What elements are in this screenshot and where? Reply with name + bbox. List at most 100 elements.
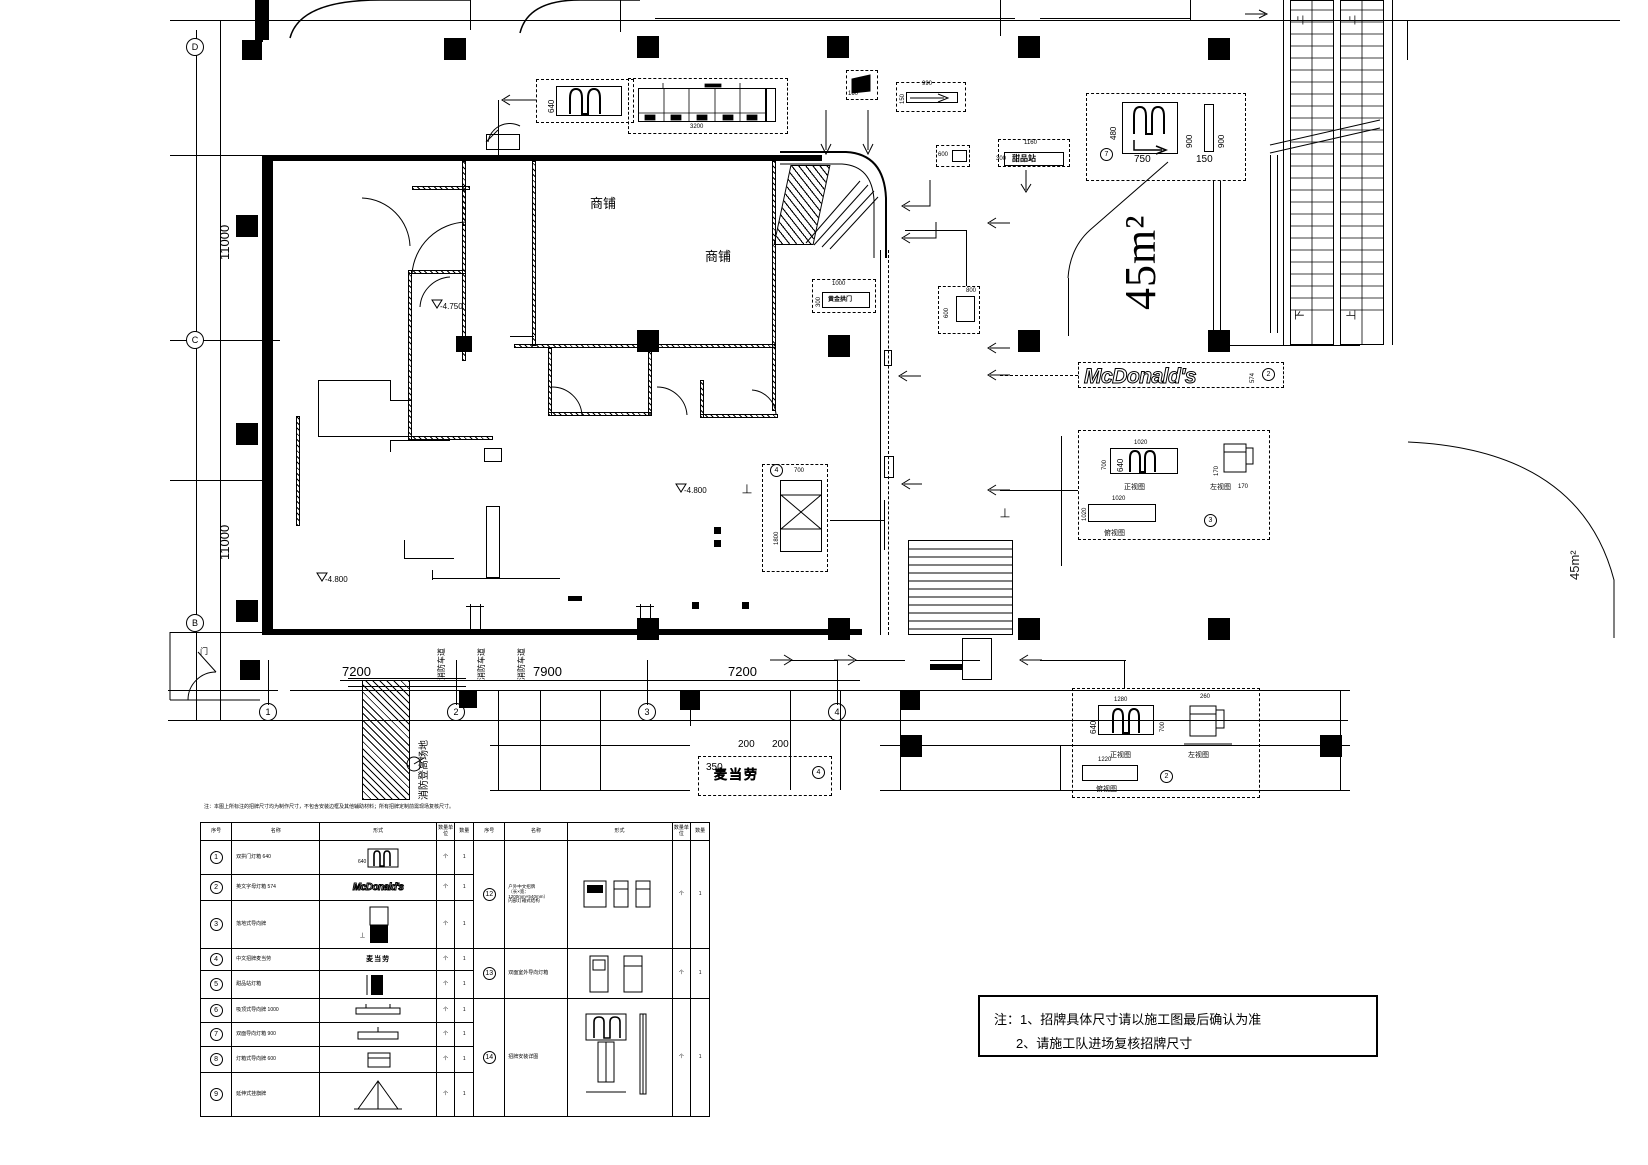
- entrance-curve: [780, 151, 887, 258]
- legend-qty-3: 1: [454, 900, 475, 949]
- plan-fixture-9: [884, 500, 885, 550]
- table-row: 2 英文字母灯箱 574 McDonald's 个 1: [199, 874, 710, 901]
- legend-unit-12: 个: [671, 840, 692, 949]
- grid-leader-4: [837, 660, 838, 705]
- dim-170-label: 170: [1238, 484, 1249, 490]
- plan-marker-2: [714, 540, 721, 547]
- partition-wall-9: [548, 412, 652, 416]
- legend-qty-2: 1: [454, 874, 475, 901]
- legend-unit-9: 个: [435, 1072, 456, 1117]
- legend-name-8: 灯箱式导向牌 600: [231, 1046, 321, 1073]
- plan-marker-1: [714, 527, 721, 534]
- legend-no-3: 3: [199, 900, 233, 949]
- legend-dessert-icon: [366, 974, 384, 995]
- legend-name-7: 双面导向灯箱 900: [231, 1022, 321, 1047]
- road-bottom-2: [290, 690, 1350, 691]
- counter-elevation: [638, 88, 766, 122]
- table-row: 9 延伸式挂旗牌 个 1: [199, 1072, 710, 1117]
- legend-form-3: 丄: [319, 900, 437, 949]
- road-label-1: 消防车道: [437, 648, 446, 680]
- legend-cn-wordmark: 麦当劳: [366, 955, 391, 963]
- note-line-2: 2、请施工队进场复核招牌尺寸: [1016, 1036, 1193, 1051]
- grid-axis-vertical-2: [196, 30, 197, 720]
- road-div-4: [690, 690, 691, 726]
- grid-bubble-c: C: [186, 331, 204, 349]
- panel3-side-elevation: [1223, 443, 1254, 473]
- callout-box-wordmark: [1078, 362, 1284, 388]
- door-swing-1: [361, 197, 411, 247]
- legend-th-form-1: 形式: [319, 822, 437, 841]
- legend-bubble-6: 6: [209, 1004, 223, 1017]
- detail-marker-2: 2: [1262, 368, 1275, 381]
- grid-leader-3: [647, 660, 648, 705]
- partition-wall-12: [296, 416, 300, 526]
- interior-line-9: [404, 540, 405, 558]
- plan-fixture-1: [470, 604, 471, 630]
- plan-fixture-3: [466, 606, 484, 607]
- section-mark-2: 丄: [1000, 509, 1010, 520]
- dim-1020-b: 1020: [1112, 496, 1126, 502]
- leader-line-1: [498, 100, 499, 158]
- detail-marker-4b: 4: [770, 464, 783, 477]
- callout-box-7: [1086, 93, 1246, 181]
- door-swing-4: [551, 386, 583, 416]
- leader-arrow-1: [501, 94, 536, 106]
- sign-990-arrow: [910, 93, 950, 103]
- column-17: [1018, 618, 1040, 640]
- area-label-right-partial: 45m²: [1567, 550, 1582, 580]
- legend-bubble-8: 8: [209, 1053, 223, 1066]
- grid-leader-2: [456, 660, 457, 705]
- dim-700-a: 700: [1102, 459, 1108, 470]
- legend-name-2: 英文字母灯箱 574: [231, 874, 321, 901]
- column-22: [1320, 735, 1342, 757]
- legend-bubble-7: 7: [209, 1028, 223, 1041]
- leader-wordmark: [1000, 375, 1078, 376]
- sign-990-elevation: [906, 92, 958, 103]
- leader-curve-45: [1067, 161, 1169, 279]
- legend-arch-icon-1: 640: [358, 848, 399, 867]
- curve-top-2: [519, 0, 640, 34]
- stair-run: [908, 540, 1013, 635]
- legend-no-6: 6: [199, 998, 233, 1023]
- dim-750: 750: [1134, 154, 1151, 165]
- interior-line-3: [318, 380, 390, 381]
- legend-no-8: 8: [199, 1046, 233, 1073]
- column-14: [1208, 330, 1230, 352]
- dim-horizontal-7900: 7900: [533, 664, 562, 679]
- detail-marker-7: 7: [1100, 148, 1113, 161]
- plan-marker-5: [568, 596, 582, 601]
- grid-line-c: [170, 340, 280, 341]
- boundary-45-right: [1270, 155, 1271, 333]
- entrance-steps: [805, 180, 879, 250]
- legend-no-13: 13: [473, 948, 506, 999]
- legend-unit-14: 个: [671, 998, 692, 1117]
- legend-lightbox-icon: [367, 1052, 391, 1067]
- legend-th-no-1: 序号: [199, 822, 233, 841]
- column-21: [900, 735, 922, 757]
- dim-panel2-side: 260: [1200, 694, 1211, 700]
- leader-arrow-panel3: [987, 484, 1010, 496]
- ramp-line-top2: [348, 686, 466, 687]
- road-div-6: [840, 690, 841, 790]
- dim-small-1: 160: [848, 91, 859, 97]
- dim-counter: 3200: [690, 124, 704, 130]
- road-div-3: [600, 690, 601, 790]
- road-div-8: [1340, 690, 1341, 790]
- road-line-3: [620, 0, 621, 32]
- road-label-3: 消防车道: [517, 648, 526, 680]
- legend-name-13: 双面室外导向灯箱: [504, 948, 568, 999]
- road-bottom-5: [880, 745, 1350, 746]
- plan-marker-4: [742, 602, 749, 609]
- interior-line-4: [390, 380, 391, 400]
- panel2-side-elevation: [1184, 705, 1232, 745]
- door-swing-5: [656, 386, 688, 416]
- leader-45-v: [1068, 278, 1069, 336]
- exterior-wall-bottom: [262, 629, 862, 635]
- legend-th-qty-1: 数量: [454, 822, 475, 841]
- grid-axis-vertical-1: [220, 20, 221, 720]
- road-bottom-6: [490, 790, 690, 791]
- golden-arches-icon-1: [569, 87, 601, 115]
- entry-left-bottom: [169, 632, 260, 701]
- leader-panel2-h: [1040, 660, 1126, 661]
